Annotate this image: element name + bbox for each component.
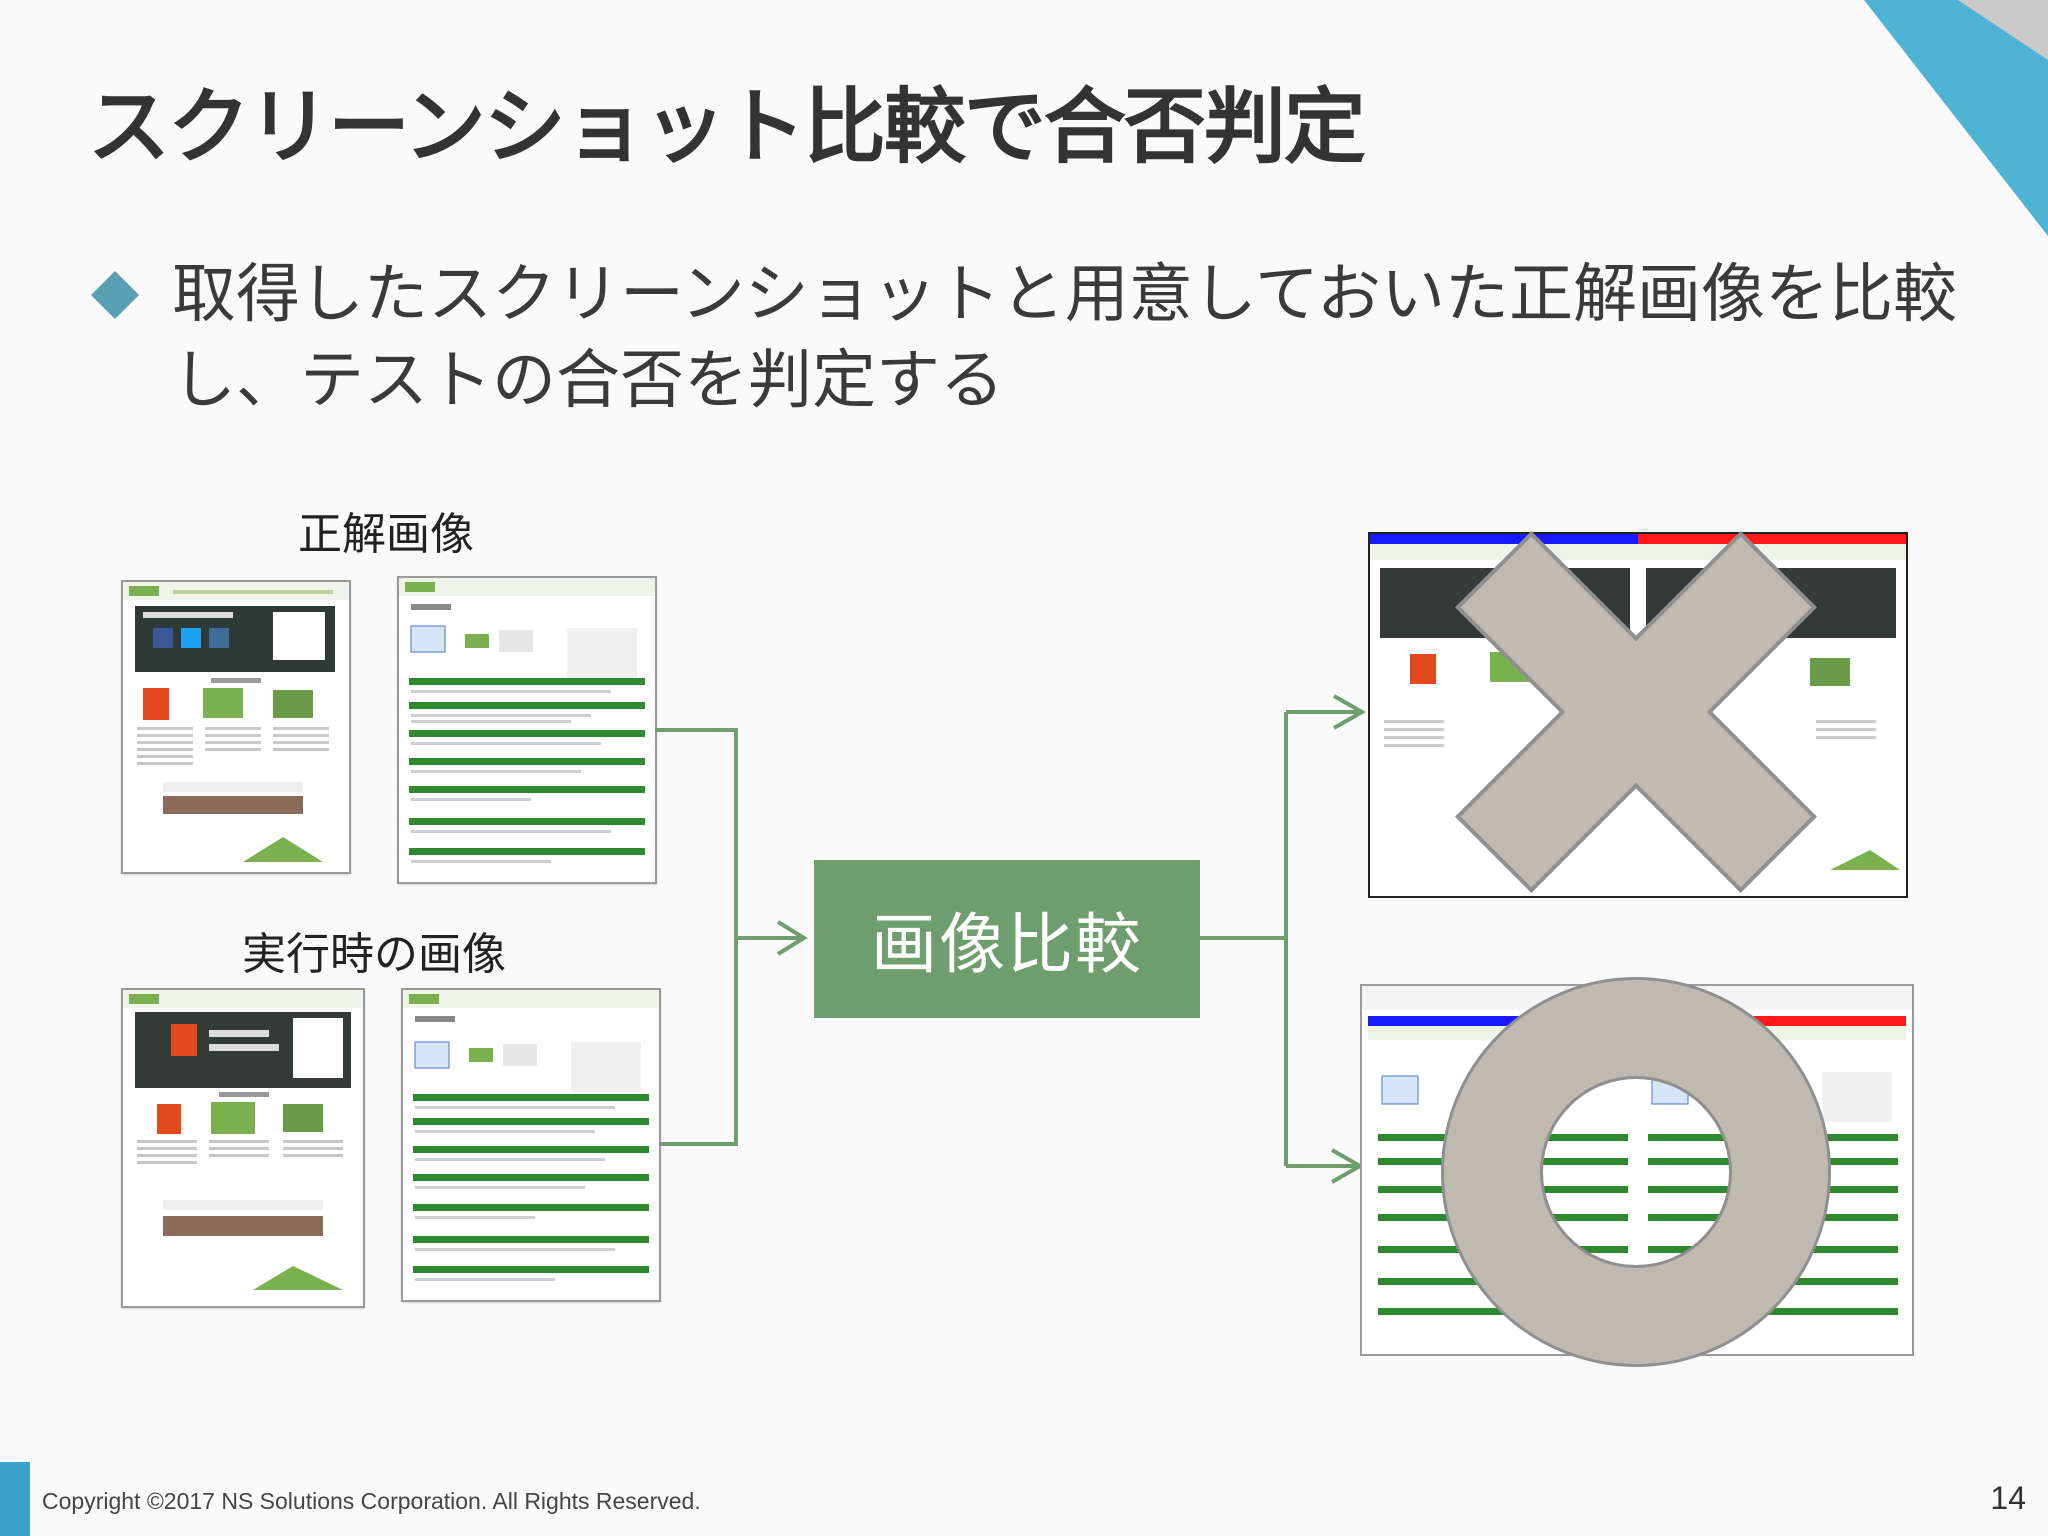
expected-image-home bbox=[121, 580, 351, 874]
actual-image-label: 実行時の画像 bbox=[242, 929, 506, 980]
page-number: 14 bbox=[1990, 1480, 2026, 1516]
expected-image-tutorial bbox=[397, 576, 657, 884]
expected-image-label: 正解画像 bbox=[298, 509, 474, 560]
actual-image-tutorial bbox=[401, 988, 661, 1302]
copyright-text: Copyright ©2017 NS Solutions Corporation… bbox=[42, 1488, 701, 1514]
page-title: スクリーンショット比較で合否判定 bbox=[88, 80, 1366, 175]
image-compare-box: 画像比較 bbox=[814, 860, 1200, 1018]
actual-image-home bbox=[121, 988, 365, 1308]
bullet-text: 取得したスクリーンショットと用意しておいた正解画像を比較し、テストの合否を判定す… bbox=[172, 258, 1957, 418]
result-fail-screenshot bbox=[1368, 532, 1908, 898]
result-pass-screenshot bbox=[1360, 984, 1914, 1356]
corner-decoration bbox=[1864, 0, 2048, 236]
footer-accent-bar bbox=[0, 1462, 30, 1536]
